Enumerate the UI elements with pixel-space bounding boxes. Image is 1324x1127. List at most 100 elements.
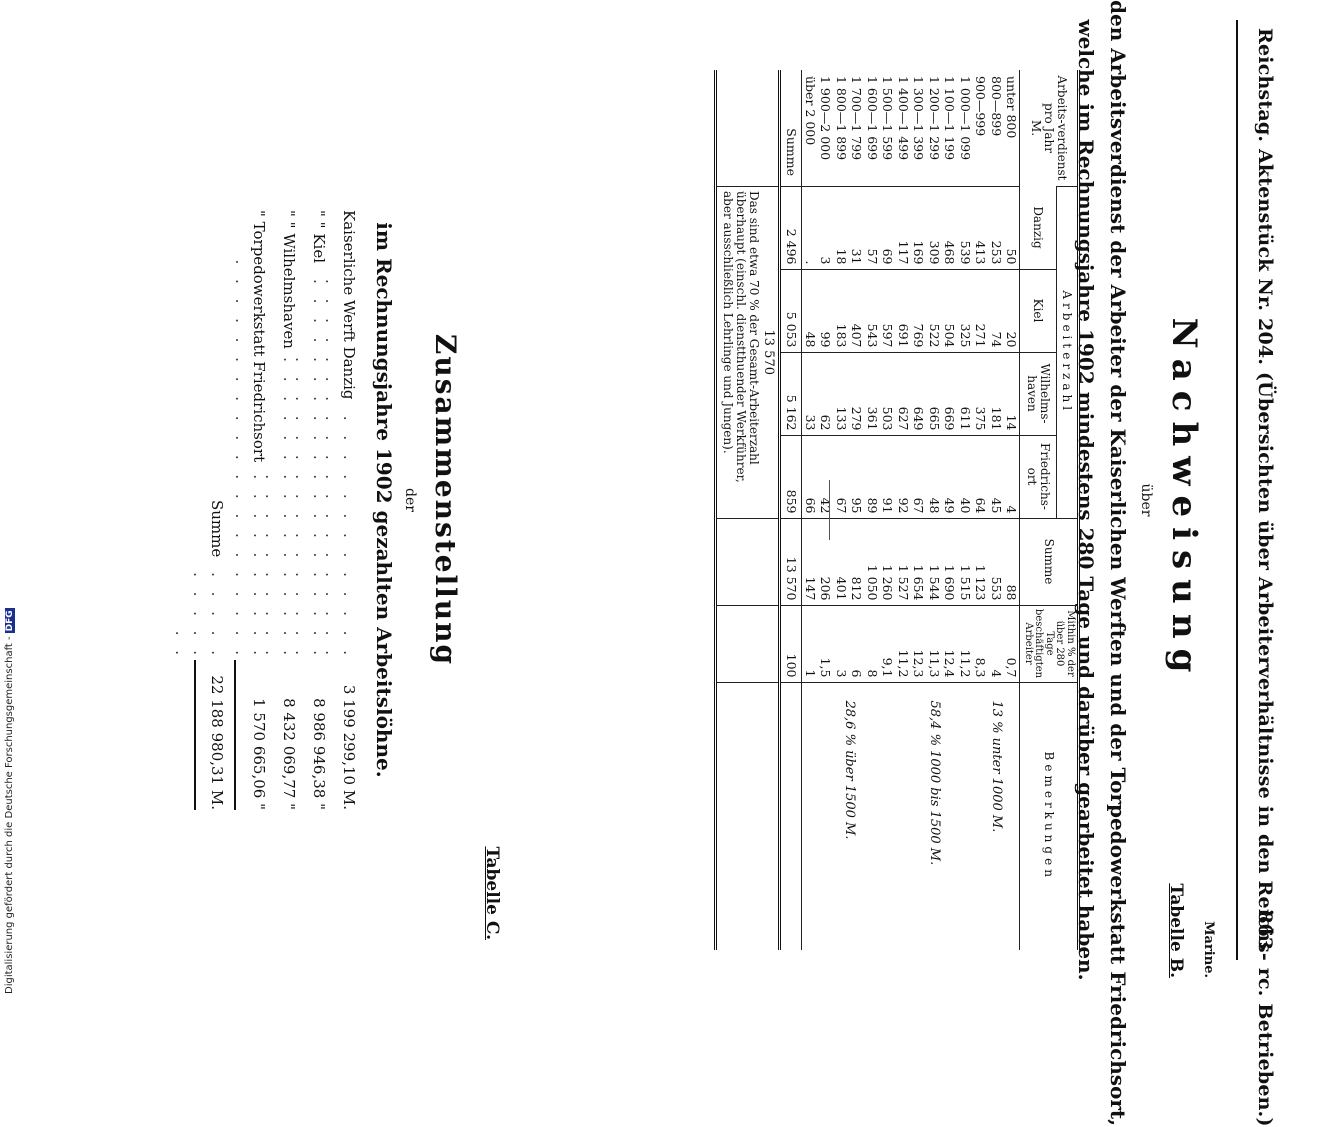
cell-summe: 1 260 xyxy=(880,518,896,605)
cell-wilhelmshaven: 279 xyxy=(849,352,865,435)
wage-row-name: " " Wilhelmshaven xyxy=(280,210,298,355)
table-row: 1 000—1 099 539 325 611 40 1 515 11,2 58… xyxy=(895,70,973,950)
digitization-credit: Digitalisierung gefördert durch die Deut… xyxy=(4,608,15,994)
cell-friedrichsort: 91 xyxy=(880,435,896,518)
sum-row: Summe . . . . . . . . . . . . 22 188 980… xyxy=(172,210,226,810)
cell-kiel: 504 xyxy=(942,269,958,352)
cell-danzig: 117 xyxy=(895,186,911,269)
cell-wilhelmshaven: 14 xyxy=(1004,352,1020,435)
summary-title: Zusammenstellung xyxy=(429,333,462,667)
cell-summe: 88 xyxy=(1004,518,1020,605)
note-spacer xyxy=(716,70,780,187)
total-friedrichsort: 859 xyxy=(780,435,802,518)
cell-range: 1 200—1 299 xyxy=(927,76,942,161)
col-header-summe: Summe xyxy=(1020,518,1079,605)
cell-danzig: 18 xyxy=(833,186,849,269)
wage-row-value: 3 199 299,10 M. xyxy=(340,684,358,810)
list-item: . . . . . . . . . . . . . . . . . . . . … xyxy=(322,210,358,810)
cell-range: unter 800 xyxy=(1004,76,1020,139)
total-summe: 13 570 xyxy=(780,518,802,605)
cell-friedrichsort: 42 xyxy=(818,435,834,518)
cell-range: 1 500—1 599 xyxy=(880,76,896,161)
cell-danzig: 57 xyxy=(864,186,880,269)
remark-group-3: 28,6 % über 1500 M. xyxy=(802,682,896,950)
cell-kiel: 74 xyxy=(988,269,1004,352)
cell-wilhelmshaven: 611 xyxy=(957,352,973,435)
header-rule xyxy=(1236,20,1238,960)
credit-text: Digitalisierung gefördert durch die Deut… xyxy=(4,636,15,994)
cell-friedrichsort: 40 xyxy=(957,435,973,518)
col-header-remarks: Bemerkungen xyxy=(1020,682,1079,950)
cell-danzig: 539 xyxy=(957,186,973,269)
table-row: 1 500—1 599 69 597 503 91 1 260 9,1 28,6… xyxy=(802,70,896,950)
cell-kiel: 183 xyxy=(833,269,849,352)
cell-percent: 4 xyxy=(988,605,1004,682)
cell-range: 1 400—1 499 xyxy=(896,76,911,161)
cell-friedrichsort: 48 xyxy=(926,435,942,518)
cell-friedrichsort: 95 xyxy=(849,435,865,518)
cell-summe: 1 654 xyxy=(911,518,927,605)
cell-friedrichsort: 49 xyxy=(942,435,958,518)
wage-row-value: 8 432 069,77 " xyxy=(280,698,298,810)
col-header-kiel: Kiel xyxy=(1020,269,1057,352)
title-connector: über xyxy=(1138,483,1154,517)
cell-range: 1 300—1 399 xyxy=(911,76,927,161)
page-title: Nachweisung xyxy=(1164,317,1204,683)
wage-row-value: 1 570 665,06 " xyxy=(250,698,268,810)
cell-kiel: 769 xyxy=(911,269,927,352)
cell-wilhelmshaven: 33 xyxy=(802,352,818,435)
cell-summe: 1 544 xyxy=(926,518,942,605)
cell-danzig: 253 xyxy=(988,186,1004,269)
col-header-earnings-label: Arbeits-verdienst pro Jahr xyxy=(1042,75,1069,181)
cell-percent: 6 xyxy=(849,605,865,682)
note-spacer xyxy=(716,518,780,605)
cell-kiel: 271 xyxy=(973,269,989,352)
note-row: 13 570 Das sind etwa 70 % der Gesamt-Arb… xyxy=(716,70,780,950)
cell-range: 800—899 xyxy=(989,76,1004,137)
sum-value: 22 188 980,31 M. xyxy=(208,675,226,810)
wage-row-name: " " Kiel xyxy=(310,210,328,270)
total-wilhelmshaven: 5 162 xyxy=(780,352,802,435)
cell-range: 1 600—1 699 xyxy=(865,76,880,161)
col-header-friedrichsort: Friedrichs-ort xyxy=(1020,435,1057,518)
cell-percent: 11,3 xyxy=(926,605,942,682)
cell-kiel: 691 xyxy=(895,269,911,352)
cell-percent: 12,4 xyxy=(942,605,958,682)
cell-summe: 1 050 xyxy=(864,518,880,605)
cell-range: über 2 000 xyxy=(803,76,818,146)
cell-danzig: 50 xyxy=(1004,186,1020,269)
cell-wilhelmshaven: 627 xyxy=(895,352,911,435)
earnings-table-wrapper: Arbeits-verdienst pro Jahr M. Arbeiterza… xyxy=(715,70,1081,950)
cell-danzig: 413 xyxy=(973,186,989,269)
cell-wilhelmshaven: 62 xyxy=(818,352,834,435)
sum-rule xyxy=(234,660,236,810)
total-danzig: 2 496 xyxy=(780,186,802,269)
cell-percent: 3 xyxy=(833,605,849,682)
list-item: . . . . . . . . . . . . . . . . . . . . … xyxy=(262,210,298,810)
sum-label: Summe xyxy=(208,500,226,558)
total-kiel: 5 053 xyxy=(780,269,802,352)
earnings-table: Arbeits-verdienst pro Jahr M. Arbeiterza… xyxy=(715,70,1081,950)
cell-percent: 1,5 xyxy=(818,605,834,682)
cell-wilhelmshaven: 503 xyxy=(880,352,896,435)
cell-danzig: 169 xyxy=(911,186,927,269)
cell-wilhelmshaven: 665 xyxy=(926,352,942,435)
cell-wilhelmshaven: 361 xyxy=(864,352,880,435)
cell-kiel: 522 xyxy=(926,269,942,352)
cell-range: 1 100—1 199 xyxy=(942,76,958,161)
grand-total: 13 570 xyxy=(761,329,777,376)
remark-group-2: 58,4 % 1000 bis 1500 M. xyxy=(895,682,973,950)
cell-summe: 1 123 xyxy=(973,518,989,605)
cell-range: 1 000—1 099 xyxy=(958,76,973,161)
cell-percent: 9,1 xyxy=(880,605,896,682)
cell-percent: 1 xyxy=(802,605,818,682)
leader-dots: . . . . . . . . . . . . xyxy=(172,572,226,660)
table-row: unter 800 50 20 14 4 88 0,7 13 % unter 1… xyxy=(973,70,1020,950)
section-divider xyxy=(829,480,830,540)
cell-percent: 0,7 xyxy=(1004,605,1020,682)
cell-danzig: 31 xyxy=(849,186,865,269)
col-header-percent: Mithin % der über 280 Tage beschäftigten… xyxy=(1020,605,1079,682)
wage-row-name: " Torpedowerkstatt Friedrichsort xyxy=(250,210,268,469)
cell-kiel: 20 xyxy=(1004,269,1020,352)
cell-percent: 11,2 xyxy=(957,605,973,682)
